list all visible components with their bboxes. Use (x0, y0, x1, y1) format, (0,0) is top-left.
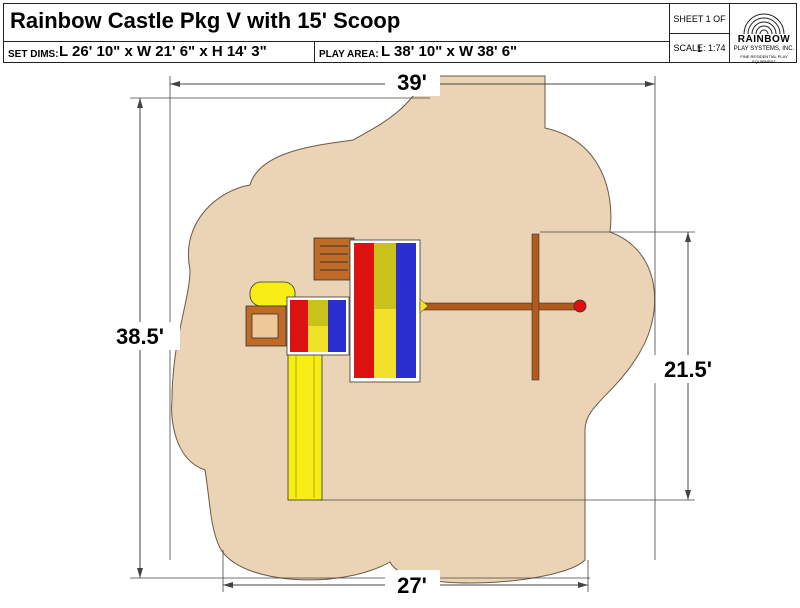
logo-subtagline: FINE RESIDENTIAL PLAY EQUIPMENT (740, 54, 788, 64)
right-dimension-bg (650, 355, 725, 383)
bottom-dimension-label: 27' (397, 573, 427, 598)
sheet-number: SHEET 1 OF 1 (669, 4, 729, 54)
side-deck (245, 305, 287, 347)
small-tower-roof (286, 296, 350, 356)
top-dimension-label: 39' (397, 70, 427, 95)
title-block: Rainbow Castle Pkg V with 15' Scoop SET … (3, 3, 797, 64)
dimension-row: SET DIMS: L 26' 10" x W 21' 6" x H 14' 3… (4, 42, 669, 63)
title-row: Rainbow Castle Pkg V with 15' Scoop (4, 4, 669, 42)
scale-label: SCALE: 1:74 (669, 34, 729, 63)
page-title: Rainbow Castle Pkg V with 15' Scoop (10, 8, 401, 33)
swing-beam (419, 233, 587, 381)
play-area-cell: PLAY AREA: L 38' 10" x W 38' 6" (314, 42, 669, 63)
rainbow-arc-icon (743, 13, 785, 35)
wood-ladder (313, 237, 355, 281)
right-dimension-label: 21.5' (664, 357, 712, 382)
top-dimension-bg (385, 70, 440, 96)
company-logo: RAINBOW PLAY SYSTEMS, INC. FINE RESIDENT… (729, 4, 797, 64)
set-dims-value: L 26' 10" x W 21' 6" x H 14' 3" (59, 43, 267, 60)
logo-tagline: PLAY SYSTEMS, INC. (733, 46, 795, 52)
bottom-dimension-bg (385, 570, 440, 598)
play-area-value: L 38' 10" x W 38' 6" (381, 43, 518, 60)
left-dimension-label: 38.5' (116, 324, 164, 349)
scoop-slide (249, 281, 323, 501)
main-tower-roof (349, 239, 421, 383)
left-dimension-bg (105, 322, 180, 350)
set-dims-label: SET DIMS: (8, 49, 59, 60)
play-area-label: PLAY AREA: (319, 49, 379, 60)
logo-name: RAINBOW (737, 34, 791, 45)
